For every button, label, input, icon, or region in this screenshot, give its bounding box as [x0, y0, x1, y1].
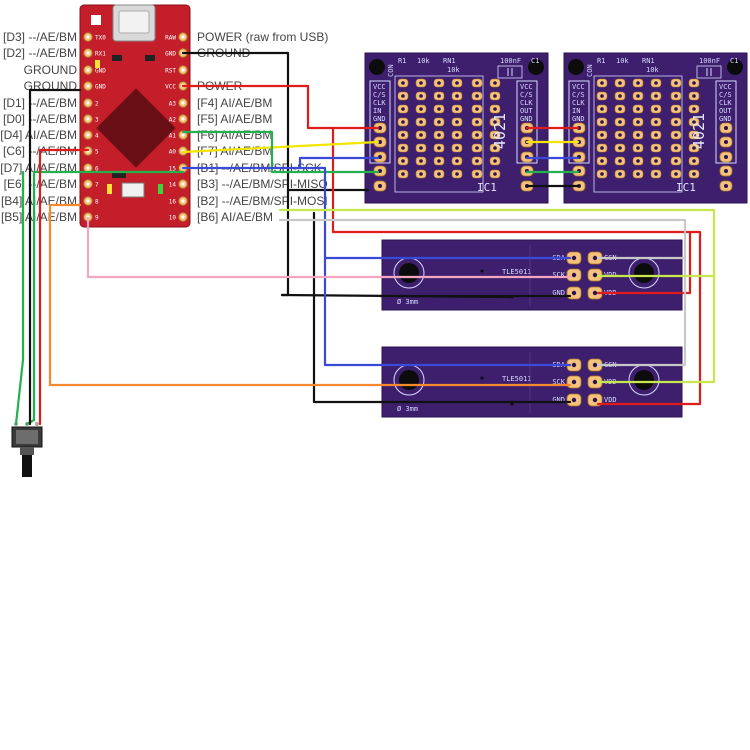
sensor-pin-label: GND [552, 396, 565, 404]
c1-label: C1 [531, 57, 539, 65]
mounting-hole [528, 59, 544, 75]
reset-button [121, 182, 145, 198]
wire-power-loop [331, 126, 702, 406]
mounting-hole [399, 263, 419, 283]
wires [14, 51, 716, 426]
pin-silk-label: 14 [169, 182, 177, 189]
c1-label: C1 [730, 57, 738, 65]
pin-silk-label: A2 [169, 117, 177, 124]
wire-blue-main [181, 156, 380, 170]
pin-label: [F6] AI/AE/BM [197, 128, 272, 142]
pin-silk-label: RAW [165, 35, 176, 42]
sensor-chip-label: TLE5011 [502, 375, 532, 383]
ic-label: IC1 [477, 181, 497, 194]
pin-label: [B6] AI/AE/BM [197, 210, 273, 224]
mounting-hole [399, 370, 419, 390]
r1-label: R1 [597, 57, 605, 65]
rn1-label: RN1 [642, 57, 655, 65]
r1-value: 10k [417, 57, 430, 65]
potentiometer-shaft [22, 455, 32, 477]
mounting-hole [369, 59, 385, 75]
pin-label: [D4] AI/AE/BM [0, 128, 77, 142]
pin-silk-label: 5 [95, 149, 99, 156]
wire-gray [278, 218, 687, 367]
chip-label: 4021 [690, 113, 708, 149]
pin-silk-label: GND [165, 51, 176, 58]
pin-silk-label: 2 [95, 101, 99, 108]
pin-silk-label: A1 [169, 133, 177, 140]
rn1-value: 10k [646, 66, 659, 74]
cap-value: 100nF [500, 57, 521, 65]
sensor-chip-label: TLE5011 [502, 268, 532, 276]
pin-label: [B2] --/AE/BM/SPI-MOSI [197, 194, 328, 208]
pin-label: GROUND [24, 63, 78, 77]
wire-orange [48, 203, 572, 387]
potentiometer [11, 422, 43, 477]
r1-label: R1 [398, 57, 406, 65]
pin-silk-label: 15 [169, 166, 177, 173]
sensor-pin-label: SCK [552, 378, 565, 386]
wire-power-main [181, 84, 380, 130]
wire-ground-sensor-1 [280, 293, 572, 299]
pin-silk-label: A3 [169, 101, 177, 108]
sensor-pin-label: VDD [604, 396, 617, 404]
cap-value: 100nF [699, 57, 720, 65]
r1-value: 10k [616, 57, 629, 65]
pin-silk-label: 3 [95, 117, 99, 124]
pin-silk-label: RST [165, 68, 176, 75]
pin-silk-label: TX0 [95, 35, 106, 42]
pin-silk-label: 8 [95, 199, 99, 206]
mounting-hole [568, 59, 584, 75]
pin-silk-label: 7 [95, 182, 99, 189]
wire-yellow-main [181, 140, 380, 154]
wire-pot-ground [28, 88, 82, 426]
pin-label: [D3] --/AE/BM [3, 30, 77, 44]
pin-silk-label: VCC [165, 84, 176, 91]
pin-label: [D1] --/AE/BM [3, 96, 77, 110]
pin-label: POWER (raw from USB) [197, 30, 328, 44]
pin-label: [B3] --/AE/BM/SPI-MISO [197, 177, 328, 191]
pin-silk-label: A0 [169, 149, 177, 156]
wire-pot-power [38, 148, 90, 426]
pin-label: [F4] AI/AE/BM [197, 96, 272, 110]
ic-label: IC1 [676, 181, 696, 194]
wire-blue-sensors [298, 166, 572, 367]
chip-label: 4021 [491, 113, 509, 149]
rn1-label: RN1 [443, 57, 456, 65]
pin-silk-label: 16 [169, 199, 177, 206]
left-pin-header [83, 32, 93, 222]
mounting-hole [634, 263, 654, 283]
pin-label: [F5] AI/AE/BM [197, 112, 272, 126]
pin-silk-label: 9 [95, 215, 99, 222]
rn1-value: 10k [447, 66, 460, 74]
left-pin-labels: [D3] --/AE/BM [D2] --/AE/BM GROUND GROUN… [0, 30, 77, 224]
wire-lime [278, 208, 716, 384]
pin-label: [D0] --/AE/BM [3, 112, 77, 126]
pin-silk-label: RX1 [95, 51, 106, 58]
mounting-hole [634, 370, 654, 390]
hole-size-label: Ø 3mm [397, 298, 418, 306]
hole-size-label: Ø 3mm [397, 405, 418, 413]
pin-silk-label: 6 [95, 166, 99, 173]
con-label: CON [586, 64, 594, 77]
pin-silk-label: 4 [95, 133, 99, 140]
pin-label: [D2] --/AE/BM [3, 46, 77, 60]
mounting-hole [727, 59, 743, 75]
pin-silk-label: GND [95, 68, 106, 75]
wire-pink [86, 216, 572, 279]
con-label: CON [387, 64, 395, 77]
sensor-pin-label: GND [552, 289, 565, 297]
pin-silk-label: GND [95, 84, 106, 91]
pin-silk-label: 10 [169, 215, 177, 222]
sensor-pin-label: SCK [552, 271, 565, 279]
